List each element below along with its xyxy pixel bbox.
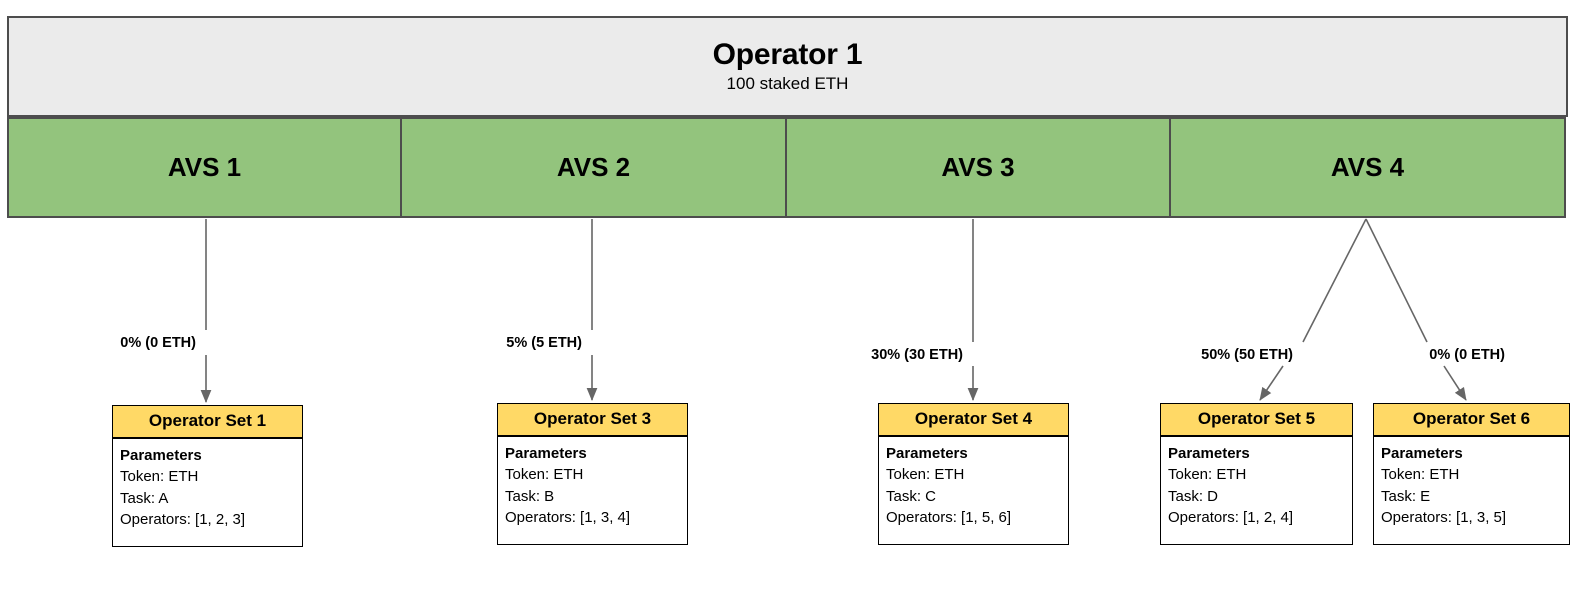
operator-set-title-5: Operator Set 5 (1161, 404, 1352, 437)
operator-set-operators-3: Operators: [1, 3, 4] (505, 508, 631, 526)
operator-set-params-label-3: Parameters (505, 445, 587, 462)
operator-set-token-1: Token: ETH (120, 468, 199, 486)
avs-cell-1[interactable]: AVS 1 (7, 117, 402, 218)
edge-label-avs4-opset6: 0% (0 ETH) (1429, 347, 1505, 363)
operator-set-card-4[interactable]: Operator Set 4 Parameters Token: ETH Tas… (878, 403, 1069, 545)
operator-set-operators-4: Operators: [1, 5, 6] (886, 508, 1012, 526)
operator-set-title-4: Operator Set 4 (879, 404, 1068, 437)
operator-set-title-3: Operator Set 3 (498, 404, 687, 437)
edge-avs4-opset5-upper (1302, 218, 1367, 343)
operator-set-body-3: Parameters Token: ETH Task: B Operators:… (498, 437, 687, 535)
operator-set-params-label-4: Parameters (886, 445, 968, 462)
operator-set-body-5: Parameters Token: ETH Task: D Operators:… (1161, 437, 1352, 535)
operator-set-title-1: Operator Set 1 (113, 406, 302, 439)
edge-label-avs3-opset4: 30% (30 ETH) (871, 347, 963, 363)
edge-label-avs4-opset5: 50% (50 ETH) (1201, 347, 1293, 363)
operator-stake: 100 staked ETH (726, 73, 849, 93)
operator-header-band: Operator 1 100 staked ETH (7, 16, 1568, 117)
operator-name: Operator 1 (712, 37, 863, 71)
operator-set-task-5: Task: D (1168, 487, 1219, 505)
operator-set-token-6: Token: ETH (1381, 466, 1460, 484)
operator-set-params-label-1: Parameters (120, 447, 202, 464)
operator-set-body-6: Parameters Token: ETH Task: E Operators:… (1374, 437, 1569, 535)
operator-set-params-label-5: Parameters (1168, 445, 1250, 462)
edge-label-avs2-opset3: 5% (5 ETH) (506, 335, 582, 351)
operator-set-token-3: Token: ETH (505, 466, 584, 484)
operator-set-operators-6: Operators: [1, 3, 5] (1381, 508, 1507, 526)
operator-set-params-label-6: Parameters (1381, 445, 1463, 462)
operator-set-title-6: Operator Set 6 (1374, 404, 1569, 437)
edge-avs4-opset5-lower (1259, 365, 1284, 401)
operator-set-body-4: Parameters Token: ETH Task: C Operators:… (879, 437, 1068, 535)
edge-avs4-opset6-lower (1443, 365, 1467, 401)
avs-cell-3[interactable]: AVS 3 (785, 117, 1171, 218)
operator-set-task-6: Task: E (1381, 487, 1431, 505)
operator-set-operators-5: Operators: [1, 2, 4] (1168, 508, 1294, 526)
operator-set-token-4: Token: ETH (886, 466, 965, 484)
operator-set-task-3: Task: B (505, 487, 555, 505)
avs-cell-4[interactable]: AVS 4 (1169, 117, 1566, 218)
operator-set-operators-1: Operators: [1, 2, 3] (120, 510, 246, 528)
operator-set-card-5[interactable]: Operator Set 5 Parameters Token: ETH Tas… (1160, 403, 1353, 545)
avs-band: AVS 1 AVS 2 AVS 3 AVS 4 (7, 117, 1568, 218)
operator-set-card-3[interactable]: Operator Set 3 Parameters Token: ETH Tas… (497, 403, 688, 545)
operator-set-card-1[interactable]: Operator Set 1 Parameters Token: ETH Tas… (112, 405, 303, 547)
edge-label-avs1-opset1: 0% (0 ETH) (120, 335, 196, 351)
edge-avs4-opset6-upper (1365, 218, 1428, 343)
operator-set-body-1: Parameters Token: ETH Task: A Operators:… (113, 439, 302, 537)
operator-set-card-6[interactable]: Operator Set 6 Parameters Token: ETH Tas… (1373, 403, 1570, 545)
operator-set-token-5: Token: ETH (1168, 466, 1247, 484)
avs-cell-2[interactable]: AVS 2 (400, 117, 787, 218)
operator-set-task-1: Task: A (120, 489, 169, 507)
operator-set-task-4: Task: C (886, 487, 937, 505)
